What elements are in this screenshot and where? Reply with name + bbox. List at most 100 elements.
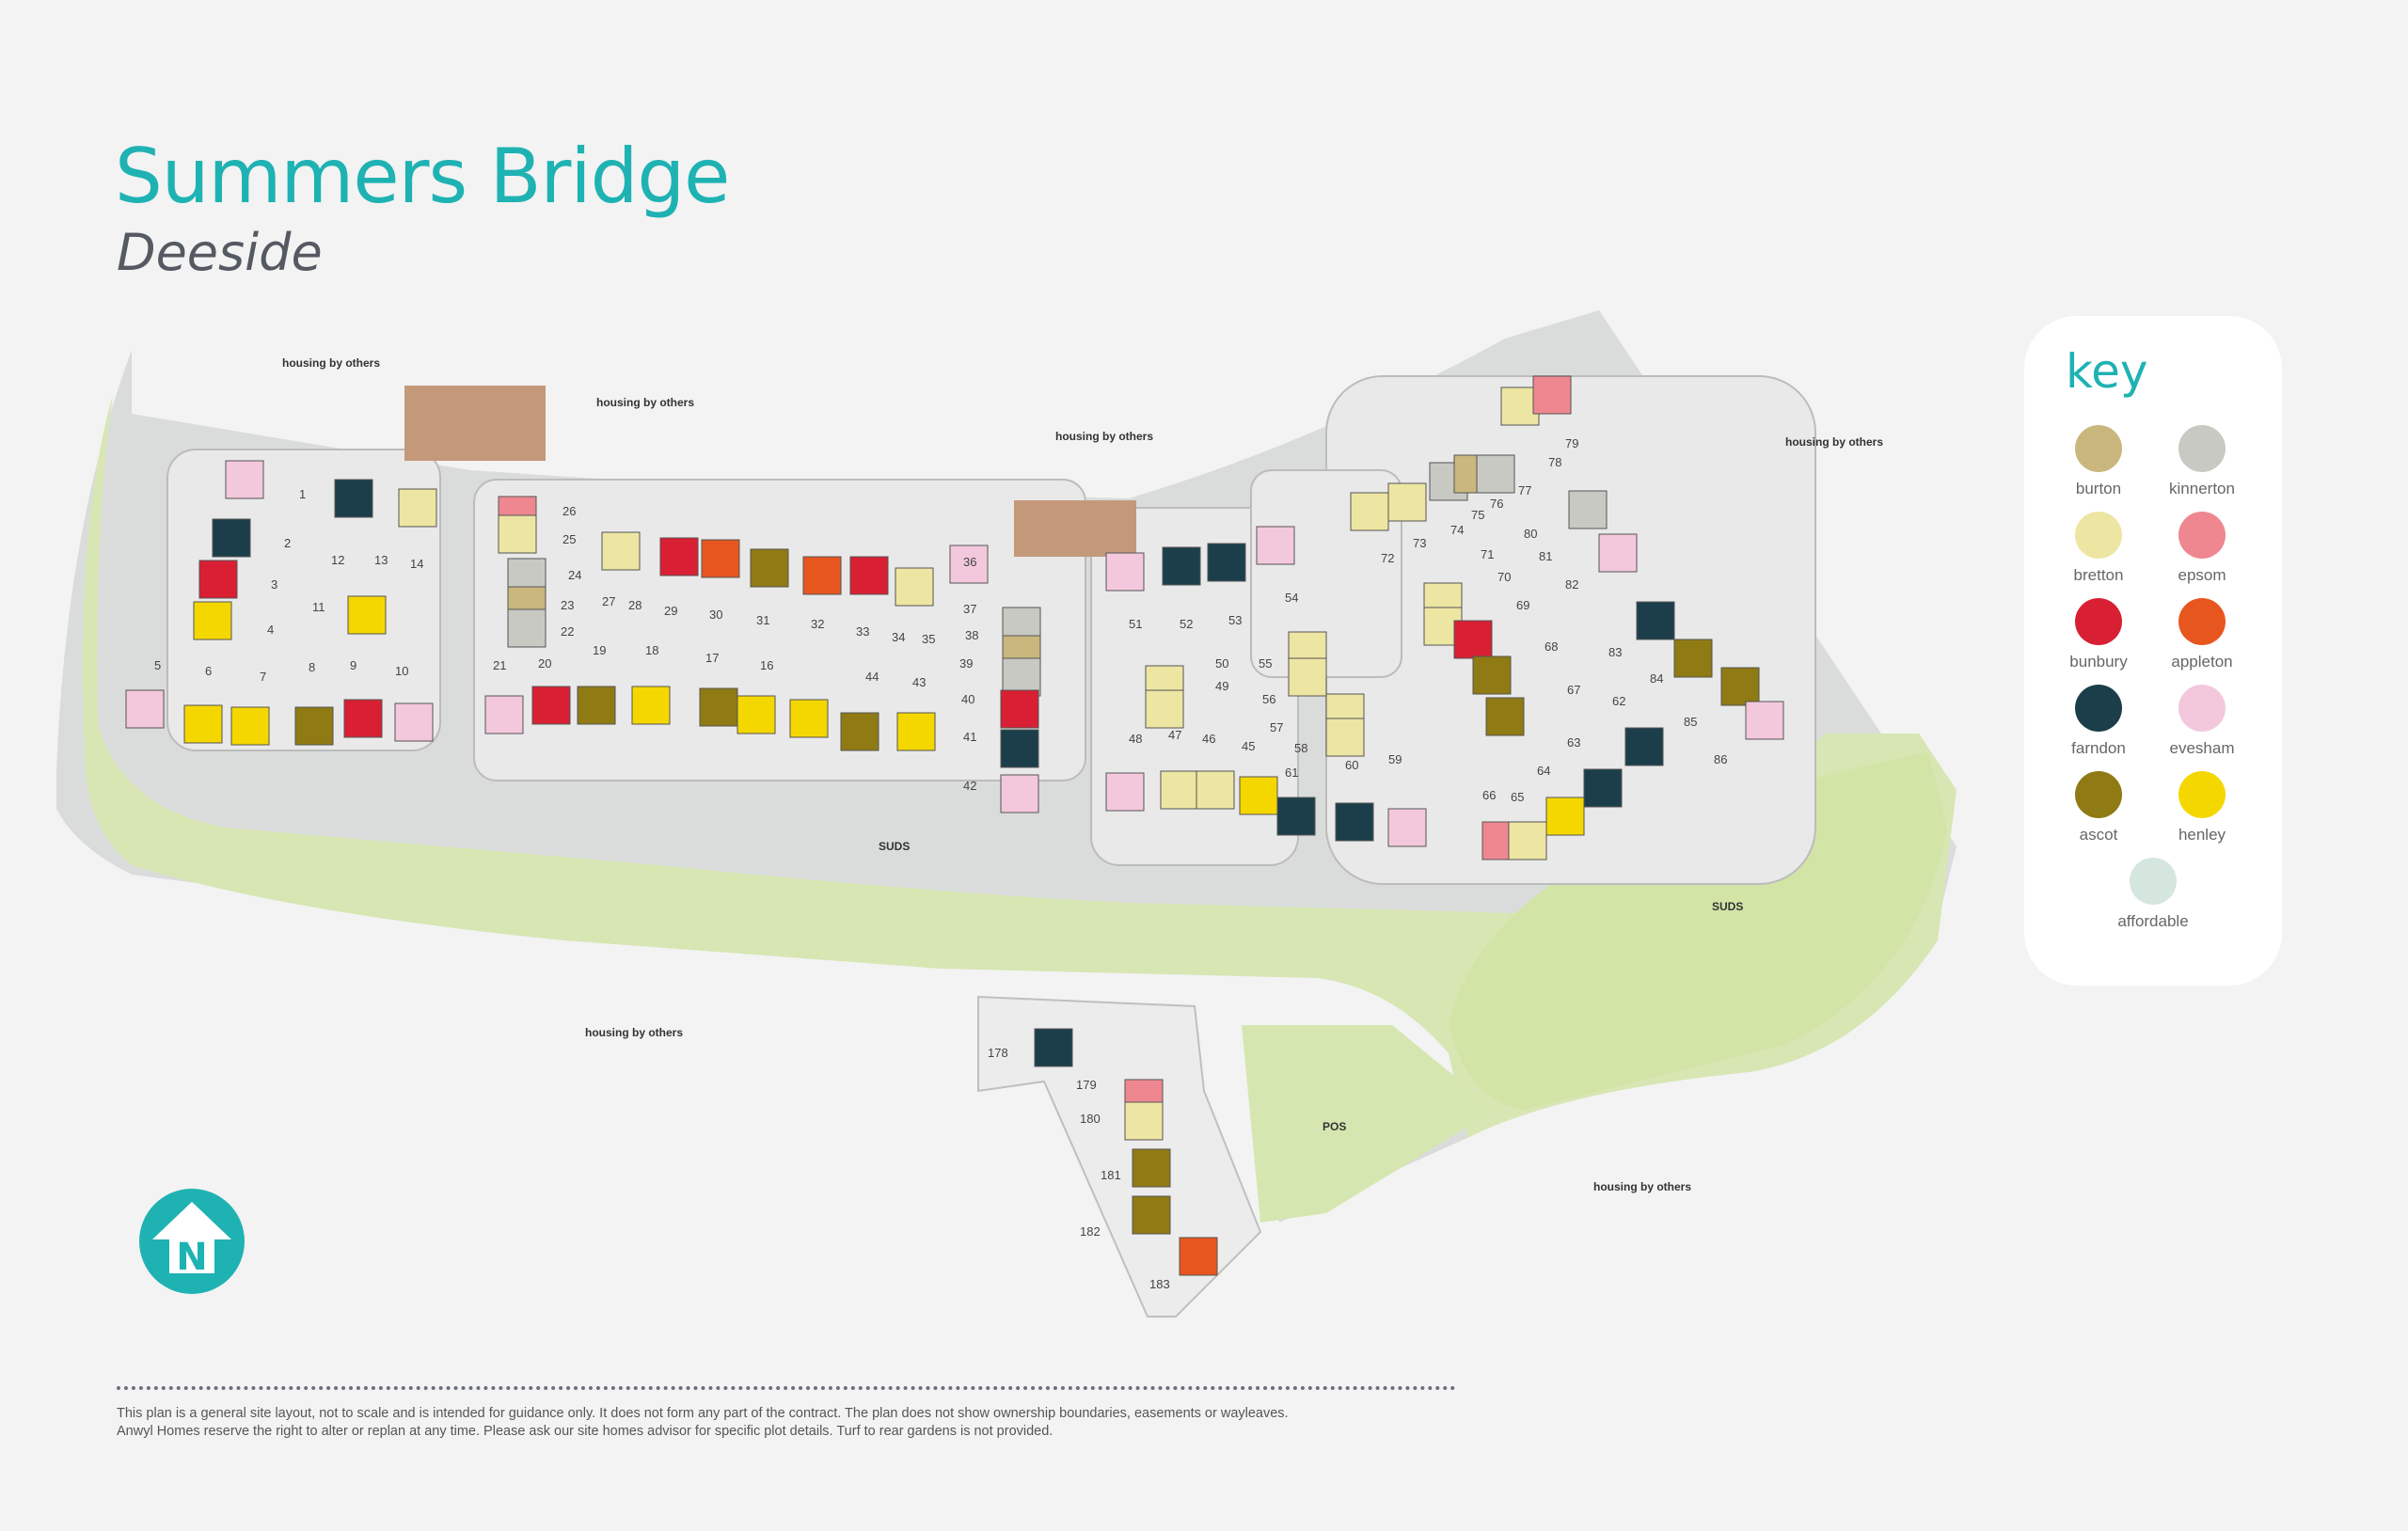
key-label: epsom [2178, 566, 2226, 584]
house-marker [1196, 770, 1235, 810]
house-marker [699, 687, 738, 727]
plot-number: 4 [267, 623, 274, 637]
house-marker [1105, 552, 1145, 592]
key-item-farndon: farndon [2047, 685, 2150, 758]
plot-number: 38 [965, 628, 978, 642]
house-marker [1002, 657, 1041, 697]
plot-number: 79 [1565, 436, 1578, 450]
plot-number: 2 [284, 536, 291, 550]
plot-number: 39 [959, 656, 973, 671]
plot-number: 27 [602, 594, 615, 608]
key-swatch [2178, 685, 2226, 732]
pos-green [1242, 1025, 1496, 1223]
house-marker [225, 460, 264, 499]
plot-number: 179 [1076, 1078, 1097, 1092]
house-marker [1325, 718, 1365, 757]
plot-number: 45 [1242, 739, 1255, 753]
house-marker [183, 704, 223, 744]
plot-number: 55 [1259, 656, 1272, 671]
house-marker [1485, 697, 1525, 736]
plot-number: 61 [1285, 766, 1298, 780]
house-marker [1545, 797, 1585, 836]
house-marker [1000, 729, 1039, 768]
plot-number: 23 [561, 598, 574, 612]
key-swatch [2178, 771, 2226, 818]
house-marker [1453, 620, 1493, 659]
key-swatch [2130, 858, 2177, 905]
page-subtitle: Deeside [117, 223, 323, 282]
house-marker [631, 686, 671, 725]
plot-number: 73 [1413, 536, 1426, 550]
key-label: henley [2178, 826, 2226, 844]
house-marker [1387, 482, 1427, 522]
house-marker [1034, 1028, 1073, 1067]
plot-number: 72 [1381, 551, 1394, 565]
divider [117, 1386, 1456, 1390]
house-marker [193, 601, 232, 640]
plot-number: 24 [568, 568, 581, 582]
plot-number: 85 [1684, 715, 1697, 729]
plot-number: 60 [1345, 758, 1358, 772]
housing-by-others-label: housing by others [596, 396, 694, 409]
house-marker [1132, 1148, 1171, 1188]
key-item-appleton: appleton [2150, 598, 2254, 671]
junction-paving-2 [1014, 500, 1136, 557]
plot-number: 54 [1285, 591, 1298, 605]
plot-number: 20 [538, 656, 551, 671]
key-swatch [2075, 425, 2122, 472]
key-item-affordable: affordable [2101, 858, 2205, 931]
plot-number: 86 [1714, 752, 1727, 766]
house-marker [1636, 601, 1675, 640]
house-marker [1624, 727, 1664, 766]
house-marker [1745, 701, 1784, 740]
key-item-henley: henley [2150, 771, 2254, 844]
suds-label: SUDS [879, 840, 910, 853]
plot-number: 63 [1567, 735, 1580, 750]
house-marker [1160, 770, 1199, 810]
plot-number: 13 [374, 553, 388, 567]
south-plots [977, 995, 1262, 1318]
key-item-evesham: evesham [2150, 685, 2254, 758]
key-label: kinnerton [2169, 480, 2235, 497]
plot-number: 58 [1294, 741, 1307, 755]
house-marker [659, 537, 699, 576]
house-marker [750, 548, 789, 588]
key-item-bretton: bretton [2047, 512, 2150, 585]
plot-number: 26 [562, 504, 576, 518]
house-marker [1132, 1195, 1171, 1235]
plot-number: 43 [912, 675, 926, 689]
plot-number: 64 [1537, 764, 1550, 778]
plot-number: 8 [309, 660, 315, 674]
house-marker [577, 686, 616, 725]
house-marker [1000, 774, 1039, 813]
house-marker [198, 560, 238, 599]
house-marker [1508, 821, 1547, 860]
plot-number: 62 [1612, 694, 1625, 708]
junction-paving-1 [404, 386, 546, 461]
house-marker [1720, 667, 1760, 706]
house-marker [1350, 492, 1389, 531]
plot-number: 5 [154, 658, 161, 672]
house-marker [343, 699, 383, 738]
house-marker [896, 712, 936, 751]
house-marker [895, 567, 934, 607]
key-swatch [2075, 685, 2122, 732]
key-label: bretton [2073, 566, 2124, 584]
house-marker [1673, 639, 1713, 678]
house-marker [1145, 689, 1184, 729]
house-marker [1207, 543, 1246, 582]
plot-number: 32 [811, 617, 824, 631]
plot-number: 181 [1101, 1168, 1121, 1182]
house-marker [789, 699, 829, 738]
house-marker [1179, 1237, 1218, 1276]
plot-number: 28 [628, 598, 642, 612]
plot-number: 82 [1565, 577, 1578, 592]
key-swatch [2178, 512, 2226, 559]
house-marker [1276, 797, 1316, 836]
plot-number: 78 [1548, 455, 1561, 469]
plot-number: 37 [963, 602, 976, 616]
plot-number: 77 [1518, 483, 1531, 497]
plot-number: 53 [1228, 613, 1242, 627]
